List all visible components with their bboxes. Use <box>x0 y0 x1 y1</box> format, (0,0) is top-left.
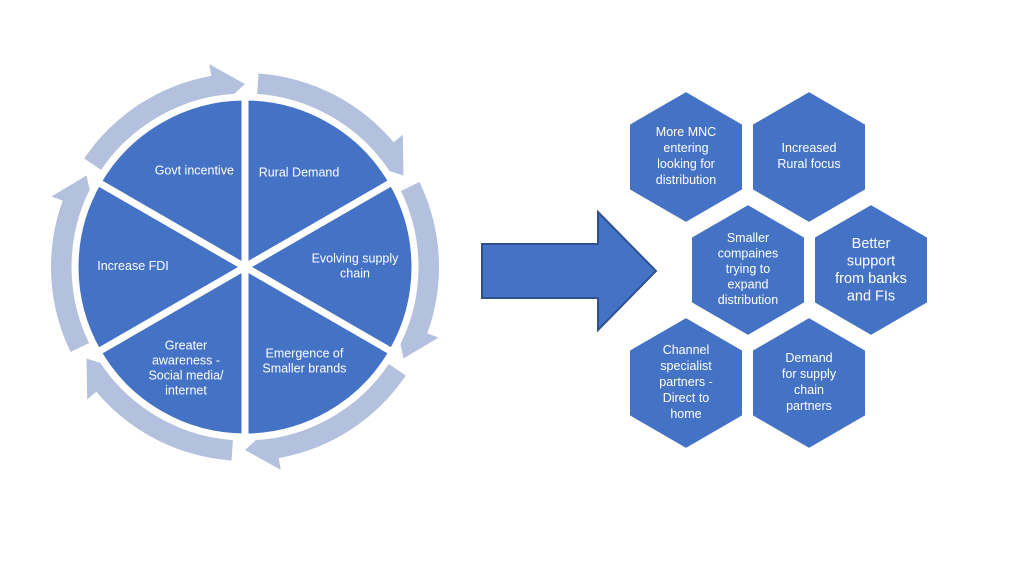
ring-arrow-1 <box>257 73 404 176</box>
label-line: awareness - <box>152 354 220 368</box>
label-line: Rural Demand <box>259 166 340 180</box>
label-line: partners <box>786 399 832 413</box>
hexagon-1 <box>628 89 744 225</box>
label-line: Channel <box>663 343 710 357</box>
hexagon-label: More MNC entering looking for distribution <box>656 125 716 187</box>
label-line: chain <box>340 267 370 281</box>
label-line: support <box>847 253 895 269</box>
cycle-segment-6 <box>93 93 249 274</box>
label-line: partners - <box>659 375 713 389</box>
label-line: distribution <box>718 293 778 307</box>
label-line: looking for <box>657 157 715 171</box>
label-line: Demand <box>785 351 832 365</box>
hexagon-5 <box>628 315 744 451</box>
label-line: Better <box>852 236 891 252</box>
label-line: from banks <box>835 271 907 287</box>
label-line: Evolving supply <box>312 252 400 266</box>
label-line: entering <box>663 141 708 155</box>
label-line: compaines <box>718 247 778 261</box>
label-line: Smaller brands <box>262 362 346 376</box>
label-line: internet <box>165 384 207 398</box>
label-line: chain <box>794 383 824 397</box>
label-line: expand <box>727 278 768 292</box>
label-line: Greater <box>165 339 207 353</box>
label-line: More MNC <box>656 125 716 139</box>
cycle-segment-label: Rural Demand <box>259 166 340 180</box>
label-line: Increased <box>782 141 837 155</box>
cycle-segment-3 <box>241 260 397 441</box>
hexagon-2 <box>751 89 867 225</box>
label-line: Social media/ <box>148 369 224 383</box>
cycle-segment-label: Increase FDI <box>97 259 169 273</box>
right-block-arrow-icon <box>481 209 658 333</box>
label-line: Smaller <box>727 231 769 245</box>
hexagon-label: Demand for supply chain partners <box>782 351 837 413</box>
cycle-segment-5 <box>71 177 252 357</box>
label-line: Direct to <box>663 391 710 405</box>
label-line: Rural focus <box>777 157 840 171</box>
cycle-segment-1 <box>241 93 397 274</box>
hexagon-cluster: More MNC entering looking for distribution I… <box>628 89 929 451</box>
label-line: and FIs <box>847 288 895 304</box>
label-line: distribution <box>656 173 716 187</box>
ring-arrow-4 <box>86 358 233 461</box>
label-line: Emergence of <box>265 347 343 361</box>
transition-arrow <box>481 209 658 333</box>
label-line: Increase FDI <box>97 259 169 273</box>
label-line: home <box>670 407 701 421</box>
cycle-segment-4 <box>93 260 249 441</box>
hexagon-6 <box>751 315 867 451</box>
label-line: trying to <box>726 262 771 276</box>
cycle-segment-2 <box>238 177 419 357</box>
label-line: specialist <box>660 359 712 373</box>
label-line: for supply <box>782 367 837 381</box>
cycle-segments <box>71 93 419 441</box>
label-line: Govt incentive <box>155 164 234 178</box>
hexagon-3 <box>690 202 806 338</box>
cycle-segment-label: Govt incentive <box>155 164 234 178</box>
hexagon-4 <box>813 202 929 338</box>
hexagon-label: Channel specialist partners - Direct to home <box>659 343 713 421</box>
